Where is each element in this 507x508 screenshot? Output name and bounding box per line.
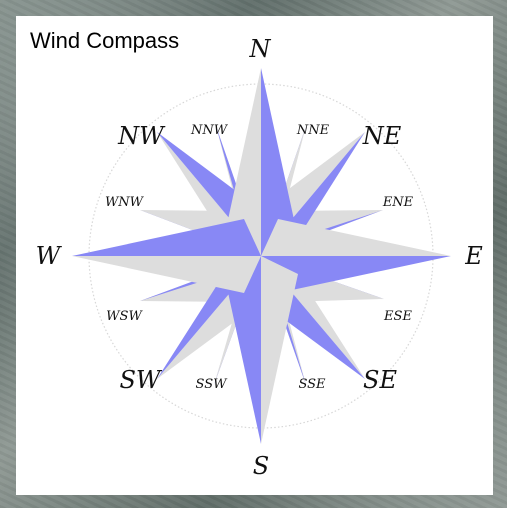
label-n: N [249,35,272,63]
label-nnw: NNW [190,123,229,138]
label-nne: NNE [296,123,330,138]
label-wnw: WNW [105,195,145,210]
label-nw: NW [117,122,166,150]
label-ese: ESE [383,309,412,324]
point-w-bottom [72,256,261,293]
point-s-right [261,256,298,444]
label-ne: NE [362,122,402,150]
label-se: SE [363,366,397,394]
label-sse: SSE [298,377,326,392]
label-e: E [464,242,483,270]
label-wsw: WSW [106,309,143,324]
label-sw: SW [119,366,162,394]
point-e-top [261,219,451,256]
label-s: S [253,452,269,480]
label-ene: ENE [382,195,414,210]
label-ssw: SSW [196,377,229,392]
label-w: W [36,242,63,270]
point-w-top [72,219,261,256]
